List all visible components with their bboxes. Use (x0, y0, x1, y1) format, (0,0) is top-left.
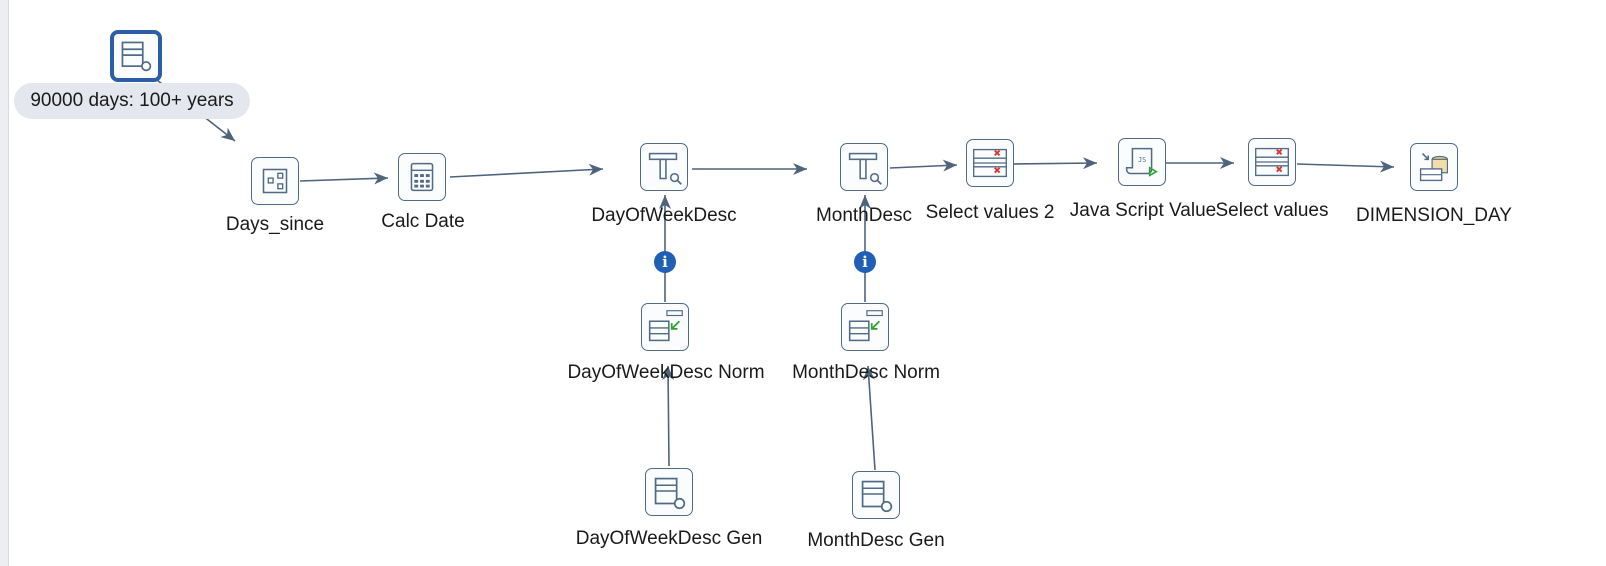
step-dayofweekdesc[interactable] (640, 143, 688, 191)
select-values-icon (967, 140, 1013, 186)
step-label-java-script-value: Java Script Value (1069, 200, 1217, 221)
row-normaliser-icon (842, 304, 888, 350)
step-label-monthdesc-norm: MonthDesc Norm (792, 362, 940, 383)
calculator-icon (399, 154, 445, 200)
svg-text:JS: JS (1138, 156, 1146, 164)
generate-rows-icon (114, 34, 158, 78)
step-select-values[interactable] (1248, 138, 1296, 186)
hop-calc-date-to-dayofweekdesc[interactable] (449, 163, 604, 178)
hop-dayofweekdesc-gen-to-norm[interactable] (662, 365, 675, 467)
step-label-select-values-2: Select values 2 (925, 202, 1055, 223)
step-label-monthdesc-gen: MonthDesc Gen (807, 530, 945, 551)
step-generate-rows[interactable] (110, 30, 162, 82)
step-label-dayofweekdesc: DayOfWeekDesc (591, 205, 737, 226)
step-monthdesc-norm[interactable] (841, 303, 889, 351)
step-dayofweekdesc-gen[interactable] (645, 468, 693, 516)
step-calc-date[interactable] (398, 153, 446, 201)
stream-lookup-icon (841, 144, 887, 190)
canvas-note[interactable]: 90000 days: 100+ years (14, 83, 250, 119)
info-icon[interactable]: i (654, 251, 676, 273)
step-java-script-value[interactable]: JS (1118, 138, 1166, 186)
step-label-days-since: Days_since (225, 214, 325, 235)
hop-monthdesc-gen-to-norm[interactable] (862, 365, 876, 471)
step-days-since[interactable] (251, 157, 299, 205)
generate-rows-icon (646, 469, 692, 515)
hop-days-since-to-calc-date[interactable] (299, 172, 389, 185)
step-dimension-day[interactable] (1410, 143, 1458, 191)
hop-select-values-to-dimension-day[interactable] (1296, 160, 1395, 173)
row-normaliser-icon (642, 304, 688, 350)
step-select-values-2[interactable] (966, 139, 1014, 187)
hop-select-values-2-to-java-script[interactable] (1013, 157, 1098, 170)
step-label-dimension-day: DIMENSION_DAY (1356, 205, 1512, 226)
step-label-select-values: Select values (1215, 200, 1329, 221)
select-values-icon (1249, 139, 1295, 185)
step-monthdesc-gen[interactable] (852, 471, 900, 519)
step-dayofweekdesc-norm[interactable] (641, 303, 689, 351)
step-monthdesc[interactable] (840, 143, 888, 191)
stream-lookup-icon (641, 144, 687, 190)
hop-monthdesc-to-select-values-2[interactable] (889, 159, 958, 172)
step-label-monthdesc: MonthDesc (815, 205, 913, 226)
step-label-dayofweekdesc-gen: DayOfWeekDesc Gen (575, 528, 763, 549)
javascript-icon: JS (1119, 139, 1165, 185)
generate-rows-icon (853, 472, 899, 518)
step-label-dayofweekdesc-norm: DayOfWeekDesc Norm (567, 362, 765, 383)
table-output-icon (1411, 144, 1457, 190)
canvas-left-edge (0, 0, 9, 566)
add-sequence-icon (252, 158, 298, 204)
info-icon[interactable]: i (854, 251, 876, 273)
step-label-calc-date: Calc Date (381, 211, 465, 232)
